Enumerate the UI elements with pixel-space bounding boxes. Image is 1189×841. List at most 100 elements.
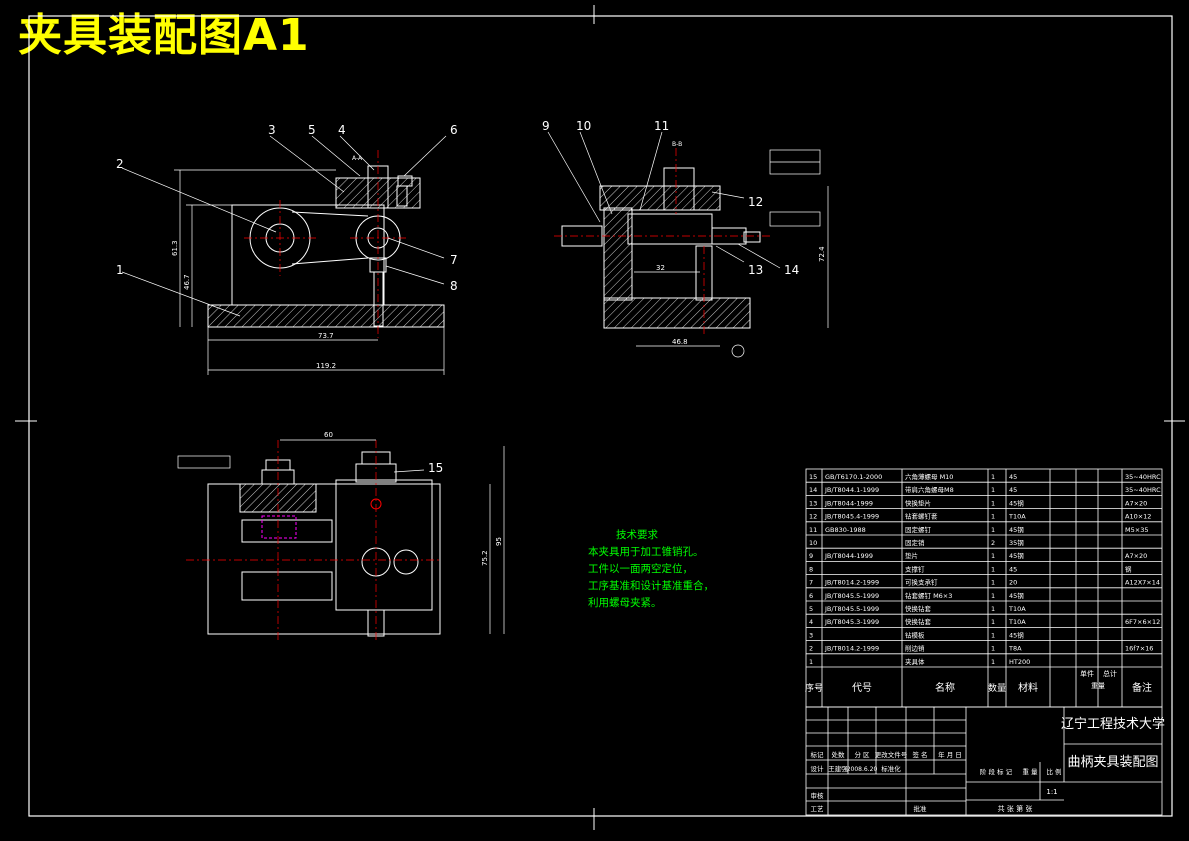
- bom-cell: 1: [991, 645, 995, 653]
- bom-header: 材料: [1018, 681, 1038, 694]
- bom-cell: 固定销: [905, 538, 925, 547]
- balloon-number: 11: [654, 119, 669, 133]
- tech-heading: 技术要求: [616, 529, 658, 541]
- bom-header: 数量: [988, 682, 1006, 694]
- balloon-number: 7: [450, 253, 458, 267]
- dimension-text: 46.7: [183, 274, 191, 290]
- bom-cell: JB/T8014.2-1999: [824, 579, 879, 587]
- bom-cell: T10A: [1008, 513, 1026, 521]
- bom-cell: M5×35: [1125, 526, 1148, 534]
- title-block-label: 设计: [811, 764, 825, 773]
- bom-cell: 45: [1009, 473, 1017, 481]
- bom-cell: JB/T8045.5-1999: [824, 592, 879, 600]
- tech-line: 本夹具用于加工锥销孔。: [588, 546, 704, 558]
- bom-cell: 2: [809, 645, 813, 653]
- bom-cell: 5: [809, 605, 813, 613]
- bom-cell: 4: [809, 618, 813, 626]
- balloon-number: 4: [338, 123, 346, 137]
- bom-cell: 钻套螺钉 M6×3: [905, 591, 952, 600]
- bom-cell: 1: [991, 592, 995, 600]
- design-date: 2008.6.20: [847, 766, 878, 773]
- bom-cell: 垫片: [905, 551, 918, 560]
- bom-cell: 6: [809, 592, 813, 600]
- bom-cell: 9: [809, 552, 813, 560]
- bom-cell: 45钢: [1009, 631, 1024, 639]
- balloon-number: 5: [308, 123, 316, 137]
- balloon-number: 15: [428, 461, 443, 475]
- sheet-title: 夹具装配图A1: [18, 10, 310, 61]
- bom-cell: 45钢: [1009, 526, 1024, 534]
- title-block-label: 更改文件号: [875, 750, 908, 759]
- bom-header: 代号: [852, 682, 872, 694]
- section-label: B-B: [672, 141, 682, 148]
- bom-cell: 1: [991, 513, 995, 521]
- title-block-label: 分 区: [854, 750, 870, 759]
- balloon-number: 13: [748, 263, 763, 277]
- top-view: [177, 439, 505, 640]
- bom-cell: 45: [1009, 486, 1017, 494]
- bom-cell: 11: [809, 526, 817, 534]
- title-block-label: 批准: [914, 804, 928, 813]
- sheet-border: [15, 5, 1185, 830]
- bom-cell: 带肩六角螺母M8: [905, 485, 954, 494]
- bom-cell: JB/T8044-1999: [824, 552, 873, 560]
- bom-cell: 钻套螺钉套: [905, 512, 938, 521]
- title-block-label: 处数: [832, 750, 846, 759]
- bom-cell: 1: [991, 552, 995, 560]
- dimension-text: 46.8: [672, 338, 688, 346]
- bom-cell: JB/T8045.3-1999: [824, 618, 879, 626]
- university-name: 辽宁工程技术大学: [1061, 716, 1165, 732]
- bom-cell: 35~40HRC: [1125, 486, 1161, 494]
- drawing-scale: 1:1: [1046, 788, 1057, 796]
- bom-cell: 钻模板: [905, 630, 925, 639]
- bom-cell: 3: [809, 631, 813, 639]
- bom-cell: A7×20: [1125, 552, 1147, 560]
- dimension-text: 32: [656, 264, 665, 272]
- bom-cell: 15: [809, 473, 817, 481]
- balloon-number: 12: [748, 195, 763, 209]
- dimension-text: 72.4: [818, 246, 826, 262]
- bom-cell: 六角薄螺母 M10: [905, 472, 953, 481]
- bom-cell: JB/T8044-1999: [824, 499, 873, 507]
- bom-cell: JB/T8014.2-1999: [824, 645, 879, 653]
- bom-cell: 1: [991, 565, 995, 573]
- balloon-number: 8: [450, 279, 458, 293]
- bom-cell: 20: [1009, 579, 1017, 587]
- title-block-label: 签 名: [912, 750, 927, 759]
- title-block-label: 年 月 日: [938, 750, 962, 759]
- bom-cell: 1: [991, 473, 995, 481]
- balloon-number: 9: [542, 119, 550, 133]
- bom-header: 名称: [935, 681, 955, 694]
- dimension-text: 95: [495, 537, 503, 546]
- bom-cell: T8A: [1008, 645, 1022, 653]
- bom-cell: 7: [809, 579, 813, 587]
- tech-line: 利用螺母夹紧。: [588, 597, 662, 609]
- bom-cell: T10A: [1008, 618, 1026, 626]
- bom-cell: 可换支承钉: [905, 578, 938, 587]
- bom-cell: 45钢: [1009, 592, 1024, 600]
- bom-cell: JB/T8045.5-1999: [824, 605, 879, 613]
- balloon-number: 10: [576, 119, 591, 133]
- bom-cell: 45钢: [1009, 499, 1024, 507]
- bom-cell: 35钢: [1009, 539, 1024, 547]
- bom-cell: 13: [809, 499, 817, 507]
- bom-cell: 1: [991, 605, 995, 613]
- bom-cell: 16f7×16: [1125, 645, 1153, 653]
- title-block-label: 重 量: [1022, 768, 1038, 776]
- bom-cell: 45: [1009, 565, 1017, 573]
- dimension-text: 73.7: [318, 332, 334, 340]
- title-block-label: 标记: [811, 750, 825, 759]
- dimension-text: 61.3: [171, 240, 179, 256]
- bom-cell: HT200: [1009, 658, 1030, 666]
- bom-header: 备注: [1132, 681, 1152, 694]
- bom-cell: 2: [991, 539, 995, 547]
- bom-table: [805, 468, 1163, 708]
- tech-line: 工序基准和设计基准重合，: [588, 580, 714, 592]
- designer-name: 王建强: [828, 764, 848, 773]
- bom-cell: A7×20: [1125, 499, 1147, 507]
- bom-cell: 削边销: [905, 644, 925, 653]
- title-block-label: 审核: [811, 791, 825, 800]
- dimension-text: 75.2: [481, 550, 489, 566]
